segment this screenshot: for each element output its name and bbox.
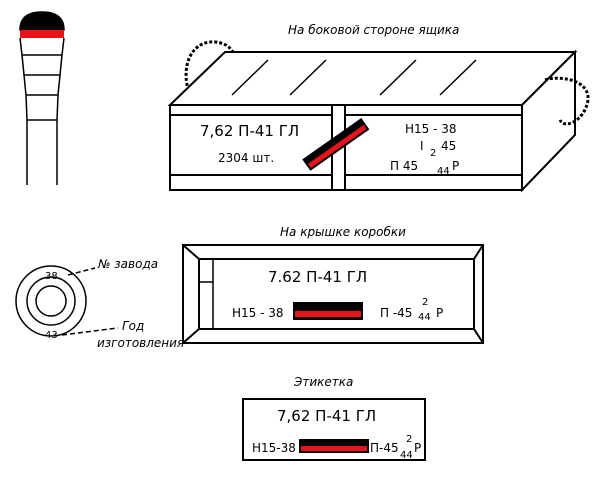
lid-powder-sup: 2 bbox=[422, 297, 428, 308]
base-factory-label: № завода bbox=[97, 257, 158, 271]
label-powder-sub: 44 bbox=[400, 450, 413, 461]
lid-powder-sub: 44 bbox=[418, 312, 431, 323]
label-drawing bbox=[242, 398, 426, 461]
base-year: 43 bbox=[45, 330, 58, 341]
lid-lot-line: Н15 - 38 bbox=[232, 306, 284, 320]
side-roman-num: 45 bbox=[441, 139, 456, 153]
side-powder-suffix: Р bbox=[452, 159, 459, 173]
lid-drawing bbox=[182, 244, 484, 344]
cartridge-base-drawing bbox=[15, 265, 119, 337]
side-lot-line: Н15 - 38 bbox=[405, 122, 457, 136]
crate-drawing bbox=[167, 40, 590, 193]
side-roman: I bbox=[420, 139, 424, 153]
label-caliber-type: 7,62 П-41 ГЛ bbox=[277, 407, 376, 425]
lid-powder-suffix: Р bbox=[436, 306, 443, 320]
side-powder-prefix: П 45 bbox=[390, 159, 418, 173]
bullet-red-stripe bbox=[20, 30, 64, 38]
side-caliber-type: 7,62 П-41 ГЛ bbox=[200, 122, 299, 140]
side-count: 2304 шт. bbox=[218, 151, 274, 165]
label-powder-prefix: П-45 bbox=[370, 441, 399, 455]
label-lot-line: Н15-38 bbox=[252, 441, 296, 455]
rope-handle-right bbox=[544, 76, 590, 126]
label-powder-sup: 2 bbox=[406, 434, 412, 445]
crate-stripe bbox=[302, 118, 370, 171]
label-powder-suffix: Р bbox=[414, 441, 421, 455]
lid-caliber-type: 7.62 П-41 ГЛ bbox=[268, 268, 367, 286]
lid-powder-prefix: П -45 bbox=[380, 306, 412, 320]
lid-caption: На крышке коробки bbox=[280, 225, 406, 239]
side-caption: На боковой стороне ящика bbox=[288, 23, 459, 37]
label-caption: Этикетка bbox=[293, 375, 353, 389]
base-factory-num: 38 bbox=[45, 271, 58, 282]
side-roman-sup: 2 bbox=[430, 148, 436, 159]
base-year-label-2: изготовления bbox=[97, 336, 184, 350]
side-powder-sub: 44 bbox=[437, 166, 450, 177]
base-year-label-1: Год bbox=[122, 319, 144, 333]
bullet-drawing bbox=[19, 11, 65, 185]
